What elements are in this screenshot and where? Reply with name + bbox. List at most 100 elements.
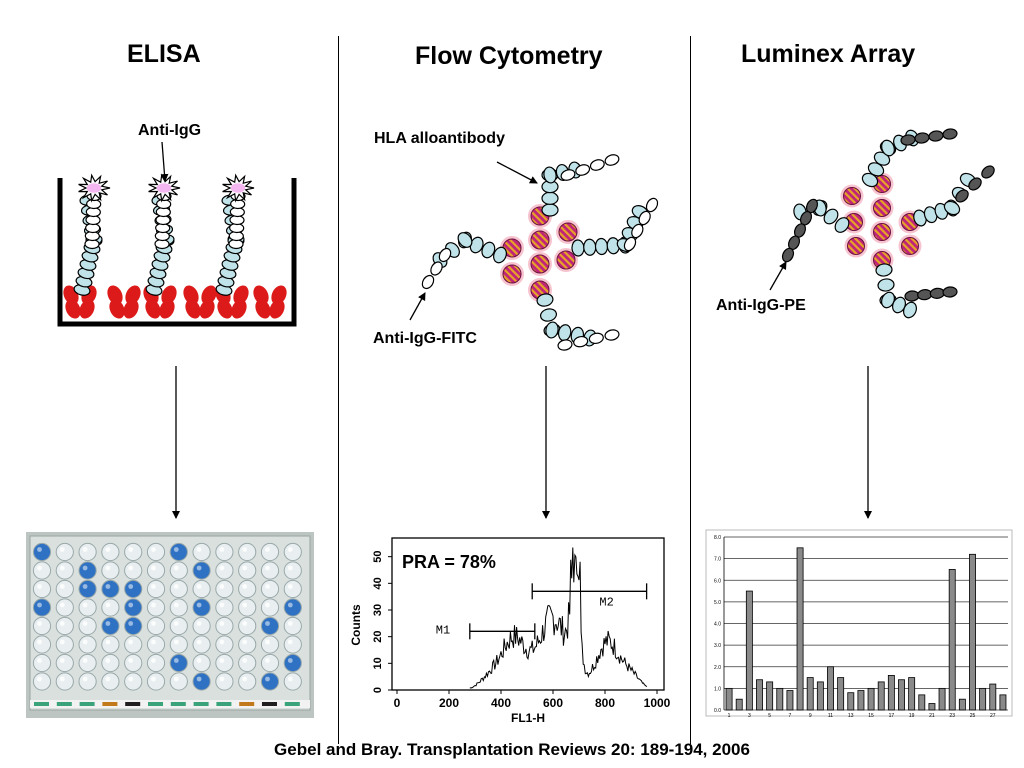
flow-x-tick-label: 1000 xyxy=(644,696,671,710)
well xyxy=(146,653,166,673)
well xyxy=(146,579,166,599)
well xyxy=(124,561,143,580)
bar-x-tick-label: 25 xyxy=(970,713,976,719)
gate-m2: M2 xyxy=(531,583,648,609)
bar xyxy=(786,690,794,711)
well xyxy=(32,672,52,691)
well xyxy=(283,579,302,599)
well xyxy=(283,635,302,654)
bar-x-tick-label: 15 xyxy=(868,713,874,719)
well xyxy=(238,598,257,617)
well xyxy=(238,653,257,673)
bead xyxy=(873,199,891,217)
well xyxy=(55,598,74,617)
positive-well xyxy=(192,672,211,691)
histogram-trace xyxy=(469,547,648,689)
plate-tab xyxy=(239,702,255,706)
flow-bead-cluster xyxy=(500,204,580,302)
well xyxy=(146,616,166,636)
well xyxy=(169,561,188,580)
flow-y-axis-label: Counts xyxy=(349,604,363,646)
well xyxy=(55,561,74,580)
positive-well xyxy=(124,579,143,599)
bar xyxy=(989,683,997,711)
flow-y-tick-label: 20 xyxy=(372,631,384,643)
flow-x-tick-label: 0 xyxy=(394,696,401,710)
anti-igg-pe-pointer xyxy=(769,261,787,291)
well xyxy=(283,616,302,636)
bar-y-tick-label: 6.0 xyxy=(714,578,721,584)
hla-alloantibody-pointer xyxy=(496,161,538,184)
bar xyxy=(969,553,976,711)
well xyxy=(55,653,74,673)
panel-divider-right xyxy=(690,36,691,744)
bar xyxy=(806,677,814,711)
positive-well xyxy=(78,579,97,599)
well xyxy=(78,598,97,617)
positive-well xyxy=(32,598,52,617)
plate-tab xyxy=(170,702,186,706)
elisa-plate xyxy=(26,532,314,718)
well xyxy=(124,635,143,654)
well xyxy=(283,672,302,691)
well xyxy=(146,542,166,562)
flow-x-tick-label: 400 xyxy=(491,696,511,710)
well xyxy=(124,542,143,562)
well xyxy=(215,579,234,599)
bar xyxy=(796,547,804,711)
well xyxy=(55,635,74,654)
well xyxy=(260,542,280,562)
well xyxy=(169,579,188,599)
positive-well xyxy=(260,616,280,636)
well xyxy=(78,616,97,636)
bar-x-tick-label: 21 xyxy=(929,713,935,719)
antigen-shape xyxy=(183,285,217,319)
well xyxy=(260,561,280,580)
positive-well xyxy=(169,542,188,562)
flow-y-tick-label: 10 xyxy=(372,657,384,669)
well xyxy=(215,616,234,636)
plate-tab xyxy=(148,702,163,706)
well xyxy=(78,653,97,673)
positive-well xyxy=(260,672,280,691)
bar-y-tick-label: 1.0 xyxy=(714,686,721,692)
well xyxy=(32,616,52,636)
well xyxy=(32,561,52,580)
well xyxy=(215,635,234,654)
luminex-bead-cluster xyxy=(840,172,922,272)
well xyxy=(215,598,234,617)
flow-cytometry-title: Flow Cytometry xyxy=(415,42,603,70)
well xyxy=(192,653,211,673)
antigen-shape xyxy=(143,285,177,319)
bead xyxy=(873,223,891,241)
well xyxy=(101,672,120,691)
gate-label: M1 xyxy=(436,623,450,637)
well xyxy=(146,561,166,580)
pe-chain xyxy=(900,128,958,146)
well xyxy=(146,598,166,617)
bar xyxy=(938,687,946,711)
anti-igg-pointer xyxy=(160,141,169,182)
flow-x-tick-label: 600 xyxy=(543,696,563,710)
plate-tab xyxy=(102,702,118,706)
bar xyxy=(827,666,834,711)
well xyxy=(192,616,211,636)
bar-y-tick-label: 4.0 xyxy=(714,622,721,628)
positive-well xyxy=(124,616,143,636)
anti-igg-fitc-pointer xyxy=(409,292,426,321)
bar-x-tick-label: 7 xyxy=(789,713,792,719)
bar xyxy=(816,681,824,711)
bar-y-tick-label: 3.0 xyxy=(714,643,721,649)
well xyxy=(260,635,280,654)
antigen-shape xyxy=(107,285,141,319)
well xyxy=(283,542,302,562)
fitc-chain xyxy=(421,247,452,290)
bar-x-tick-label: 27 xyxy=(990,713,996,719)
flow-antibodies xyxy=(421,154,659,351)
flow-y-tick-label: 0 xyxy=(372,687,384,693)
well xyxy=(260,653,280,673)
fitc-chain xyxy=(623,197,659,252)
anti-igg-pe-label: Anti-IgG-PE xyxy=(716,297,806,314)
plate-tab xyxy=(262,702,277,706)
bar-x-tick-label: 23 xyxy=(949,713,955,719)
